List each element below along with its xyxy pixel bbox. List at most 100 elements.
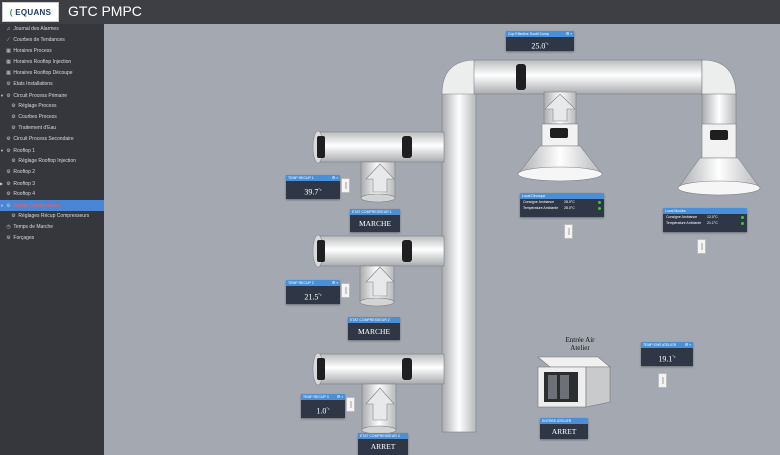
temp-recup-3-value: 1.0°c — [301, 400, 345, 421]
card-header: Cop Effective Soutif Comp ⚙ ▪ — [506, 31, 574, 37]
sidebar-item-rooftop-1[interactable]: ▼⚙ Rooftop 1 — [0, 145, 104, 156]
top-duct — [473, 59, 703, 95]
thermometer-icon — [341, 178, 350, 193]
gear-icon: ⚙ — [6, 93, 11, 99]
sidebar-item-courbes-process[interactable]: ⚙ Courbes Process — [0, 112, 114, 123]
row-value: 12.0°C — [707, 215, 718, 219]
chart-icon: ⚙ ▪ — [336, 394, 343, 399]
local-decoupe-card[interactable]: Local Découpe Consigne Ambiance 28.0°C Te… — [520, 193, 604, 217]
gear-icon: ⚙ — [6, 81, 11, 87]
compresseur-3-state-card[interactable]: ETAT COMPRESSEUR 3 ARRET — [358, 433, 408, 455]
equans-logo: ( EQUANS — [2, 2, 59, 22]
sidebar-item-reglage-rooftop-injection[interactable]: ⚙ Réglage Rooftop Injection — [0, 156, 114, 167]
card-header: TEMP RECUP 2⚙ ▪ — [286, 280, 340, 286]
synoptic-canvas: Entrée Air Atelier Cop Effective Soutif … — [104, 24, 780, 455]
thermometer-icon — [346, 397, 355, 412]
value-text: 39.7 — [304, 187, 319, 197]
compresseur-1-state: MARCHE — [358, 219, 392, 228]
card-title: TEMP RECUP 2 — [288, 281, 314, 285]
unit-text: °c — [318, 292, 322, 297]
local-moules-card[interactable]: Local Moules Consigne Ambiance 12.0°C Tem… — [663, 208, 747, 232]
card-header: ENTREE ATELIER — [540, 418, 588, 424]
entree-atelier-state: ARRET — [551, 427, 577, 436]
row-value: 28.0°C — [564, 206, 575, 210]
sidebar: ♫ Journal des Alarmes ⟋ Courbes de Tenda… — [0, 24, 104, 455]
compresseur-2-state-card[interactable]: ETAT COMPRESSEUR 2 MARCHE — [348, 317, 400, 340]
temperature-row: Température Ambiante 28.0°C — [520, 205, 604, 211]
card-title: ETAT COMPRESSEUR 2 — [350, 318, 390, 322]
card-title: ETAT COMPRESSEUR 1 — [352, 210, 392, 214]
consigne-row: Consigne Ambiance 12.0°C — [663, 214, 747, 220]
compresseur-1-state-card[interactable]: ETAT COMPRESSEUR 1 MARCHE — [350, 209, 400, 232]
sidebar-item-rooftop-3[interactable]: ▶⚙ Rooftop 3 — [0, 178, 104, 189]
temp-atelier-card[interactable]: TEMP ENR ATELIER⚙ ▪ 19.1°c — [641, 342, 693, 366]
card-title: TEMP ENR ATELIER — [643, 343, 677, 347]
duct-diagram — [312, 59, 761, 435]
card-header: Local Moules — [663, 208, 747, 214]
row-label: Température Ambiante — [523, 206, 559, 210]
entree-atelier-state-card[interactable]: ENTREE ATELIER ARRET — [540, 418, 588, 439]
unit-text: °c — [318, 187, 322, 192]
status-dot-icon — [741, 215, 744, 219]
unit-text: °c — [672, 354, 676, 359]
sidebar-item-courbes-tendances[interactable]: ⟋ Courbes de Tendances — [0, 35, 104, 46]
sidebar-item-horaires-rooftop-injection[interactable]: ▦ Horaires Rooftop Injection — [0, 57, 104, 68]
gear-icon: ⚙ — [11, 103, 16, 109]
sidebar-item-label: Courbes de Tendances — [13, 37, 65, 43]
sidebar-item-rooftop-2[interactable]: ⚙ Rooftop 2 — [0, 167, 104, 178]
temp-recup-1-card[interactable]: TEMP RECUP 1⚙ ▪ 39.7°c — [286, 175, 340, 199]
value-text: 1.0 — [316, 406, 327, 416]
sidebar-item-temps-de-marche[interactable]: ◷ Temps de Marche — [0, 222, 104, 233]
sidebar-item-forcages[interactable]: ⚙ Forçages — [0, 233, 104, 244]
row-label: Température Ambiante — [666, 221, 702, 225]
card-title: TEMP RECUP 1 — [288, 176, 314, 180]
sidebar-item-journal-alarmes[interactable]: ♫ Journal des Alarmes — [0, 24, 104, 35]
sidebar-item-rooftop-4[interactable]: ⚙ Rooftop 4 — [0, 189, 104, 200]
sidebar-item-recup-compresseur[interactable]: ▼⚙ Récup Compresseur — [0, 200, 104, 211]
card-title: Cop Effective Soutif Comp — [508, 32, 549, 36]
air-handling-unit — [537, 356, 611, 408]
row-label: Consigne Ambiance — [523, 200, 555, 204]
temp-atelier-value: 19.1°c — [641, 348, 693, 369]
chart-line-icon: ⟋ — [6, 37, 11, 43]
temp-recup-3-card[interactable]: TEMP RECUP 3 ⚙ ▪ 1.0°c — [301, 394, 345, 418]
sidebar-item-circuit-process-secondaire[interactable]: ⚙ Circuit Process Secondaire — [0, 134, 104, 145]
gear-icon: ⚙ — [6, 148, 11, 154]
card-title: Local Découpe — [522, 194, 546, 198]
sidebar-item-reglages-recup-compresseurs[interactable]: ⚙ Réglages Récup Compresseurs — [0, 211, 114, 222]
consigne-card[interactable]: Cop Effective Soutif Comp⚙ ▪ 25.0°c — [506, 31, 574, 51]
unit-text: °c — [326, 406, 330, 411]
settings-icon: ⚙ ▪ — [565, 31, 572, 36]
sidebar-item-horaires-rooftop-decoupe[interactable]: ▦ Horaires Rooftop Découpe — [0, 68, 104, 79]
app-title: GTC PMPC — [68, 3, 142, 19]
consigne-row: Consigne Ambiance 28.0°C — [520, 199, 604, 205]
sidebar-item-traitement-eau[interactable]: ⚙ Traitement d'Eau — [0, 123, 114, 134]
thermometer-icon — [658, 373, 667, 388]
sidebar-item-circuit-process-primaire[interactable]: ▼⚙ Circuit Process Primaire — [0, 90, 104, 101]
gear-icon: ⚙ — [6, 181, 11, 187]
row-value: 28.0°C — [564, 200, 575, 204]
temp-recup-2-card[interactable]: TEMP RECUP 2⚙ ▪ 21.5°c — [286, 280, 340, 304]
row-label: Consigne Ambiance — [666, 215, 698, 219]
sidebar-item-label: Rooftop 1 — [13, 148, 36, 154]
clock-icon: ◷ — [6, 224, 11, 230]
sidebar-item-label: Rooftop 4 — [13, 191, 36, 197]
sidebar-item-label: Horaires Rooftop Découpe — [13, 70, 73, 76]
sidebar-item-etats-installations[interactable]: ⚙ Etats Installations — [0, 79, 104, 90]
card-header: Local Découpe — [520, 193, 604, 199]
card-header: TEMP ENR ATELIER⚙ ▪ — [641, 342, 693, 348]
card-title: TEMP RECUP 3 — [303, 395, 329, 399]
sidebar-item-label: Etats Installations — [13, 81, 53, 87]
sidebar-item-reglage-process[interactable]: ⚙ Réglage Process — [0, 101, 114, 112]
sidebar-item-label: Horaires Process — [13, 48, 52, 54]
chevron-right-icon: ▶ — [0, 181, 4, 186]
calendar-icon: ▦ — [6, 70, 11, 76]
card-header: ETAT COMPRESSEUR 1 — [350, 209, 400, 215]
bell-icon: ♫ — [6, 26, 11, 32]
gear-icon: ⚙ — [6, 191, 11, 197]
gear-icon: ⚙ — [6, 169, 11, 175]
entree-air-label: Entrée Air Atelier — [565, 336, 595, 352]
sidebar-item-label: Réglage Rooftop Injection — [18, 158, 76, 164]
fan-icon — [317, 136, 325, 158]
sidebar-item-horaires-process[interactable]: ▦ Horaires Process — [0, 46, 104, 57]
